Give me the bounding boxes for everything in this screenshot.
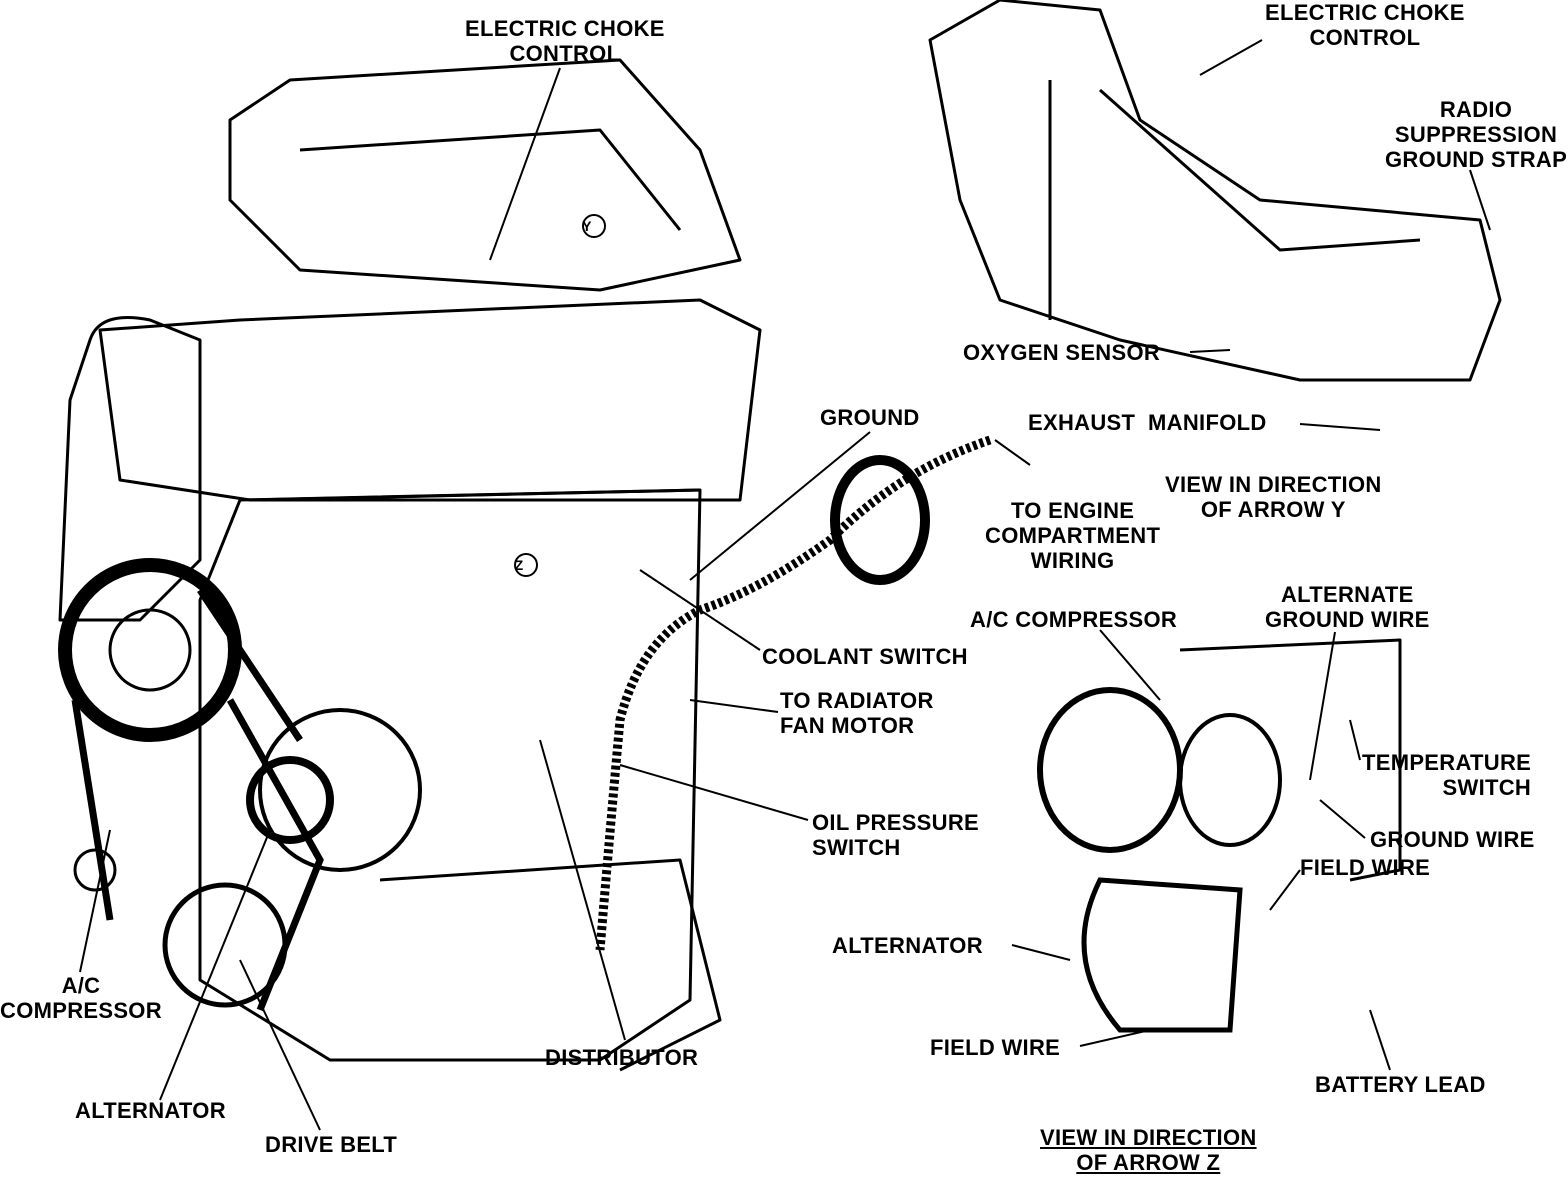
- engine-block: [198, 488, 702, 1062]
- label-field-wire-lower: FIELD WIRE: [930, 1035, 1061, 1060]
- ac-compressor-z: [1037, 687, 1183, 853]
- label-distributor: DISTRIBUTOR: [545, 1045, 699, 1070]
- alternator-body: [258, 708, 422, 872]
- label-oxygen-sensor: OXYGEN SENSOR: [963, 340, 1161, 365]
- connector: [830, 455, 930, 585]
- label-ground-wire: GROUND WIRE: [1370, 827, 1535, 852]
- arrow-marker-z: [514, 553, 538, 577]
- label-coolant-switch: COOLANT SWITCH: [762, 644, 968, 669]
- ac-compressor-pulley: [58, 558, 242, 742]
- label-field-wire-upper: FIELD WIRE: [1300, 855, 1431, 880]
- label-z-ac-compressor: A/C COMPRESSOR: [970, 607, 1178, 632]
- timing-cover: [58, 316, 202, 622]
- label-exhaust-manifold: EXHAUST MANIFOLD: [1028, 410, 1267, 435]
- arrow-y-label: Y: [582, 218, 592, 234]
- alternator-z: [1081, 877, 1243, 1033]
- label-battery-lead: BATTERY LEAD: [1315, 1072, 1486, 1097]
- arrow-marker-y: [582, 214, 606, 238]
- alternator-pulley: [246, 756, 334, 844]
- valve-cover: [98, 298, 762, 502]
- manifold-outline: [928, 0, 1502, 382]
- arrow-z-label: Z: [514, 557, 524, 573]
- label-ground: GROUND: [820, 405, 920, 430]
- view-z-frame: [1179, 638, 1402, 882]
- label-alternator: ALTERNATOR: [75, 1098, 226, 1123]
- label-drive-belt: DRIVE BELT: [265, 1132, 398, 1157]
- drive-belt: [71, 588, 324, 1012]
- air-cleaner: [228, 58, 742, 292]
- label-z-alternator: ALTERNATOR: [832, 933, 983, 958]
